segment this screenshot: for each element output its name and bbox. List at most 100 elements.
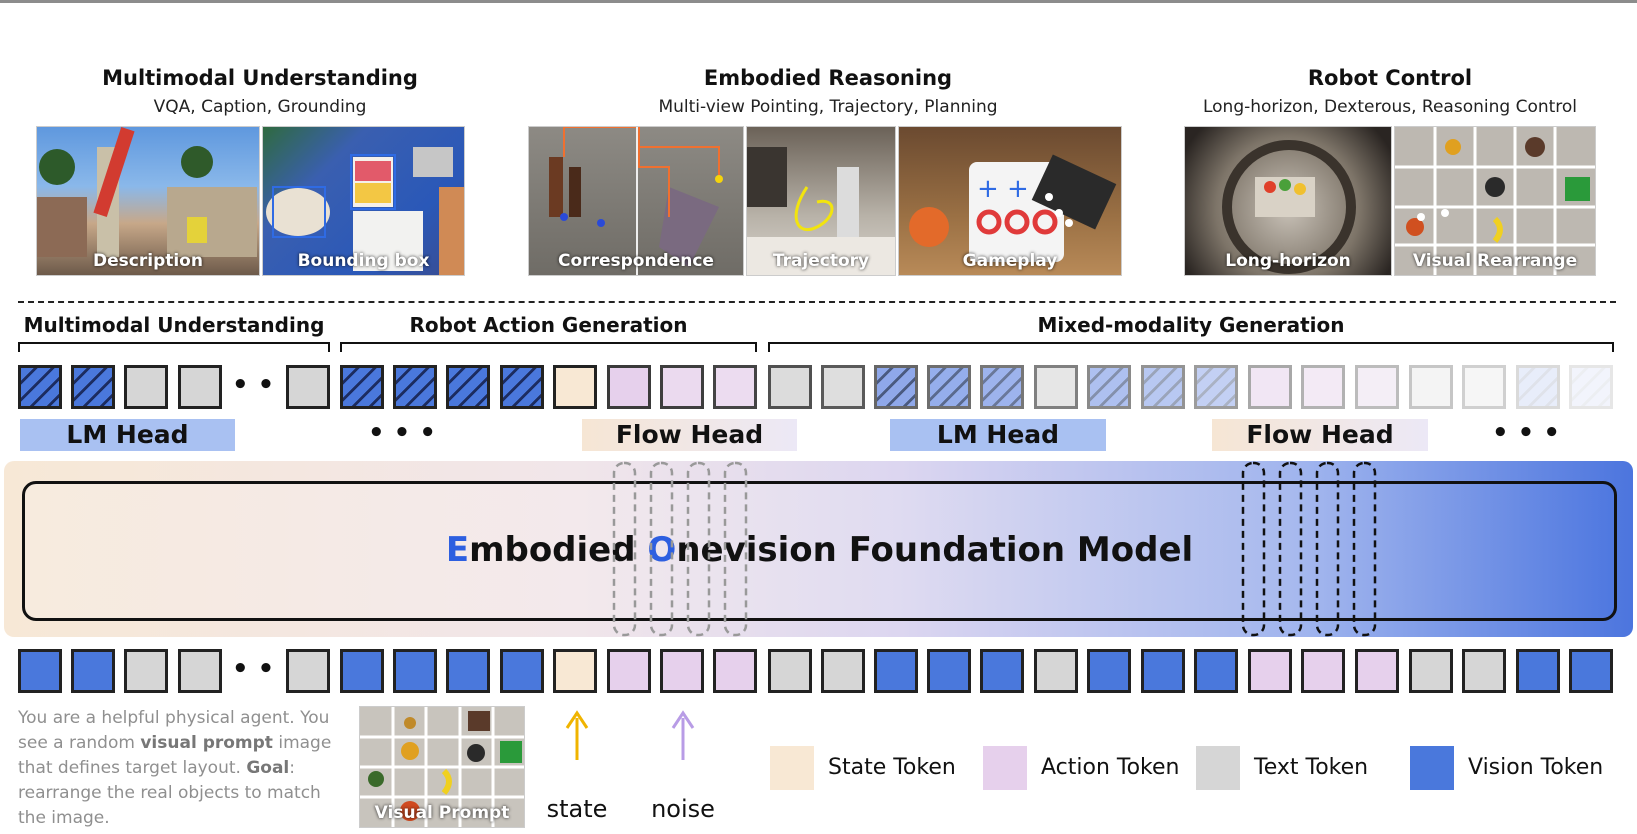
input-text-token — [1409, 649, 1453, 693]
output-text-token — [1034, 365, 1078, 409]
ellipsis-bottom: • • — [232, 654, 275, 684]
legend-label-vision: Vision Token — [1468, 755, 1604, 780]
output-action-token — [660, 365, 704, 409]
output-vision-token — [980, 365, 1024, 409]
input-vision-token — [1194, 649, 1238, 693]
ellipsis-top: • • — [232, 370, 275, 400]
output-vision-token — [874, 365, 918, 409]
section-subtitle-understanding: VQA, Caption, Grounding — [153, 97, 367, 117]
output-action-token — [607, 365, 651, 409]
output-action-token — [1355, 365, 1399, 409]
input-vision-token — [874, 649, 918, 693]
photo-label: Visual Rearrange — [1412, 251, 1578, 271]
photo-correspondence: Correspondence — [528, 126, 744, 276]
input-vision-token — [393, 649, 437, 693]
input-vision-token — [980, 649, 1024, 693]
model-title: Embodied Onevision Foundation Model — [22, 530, 1617, 570]
flow-head-2: Flow Head — [1212, 419, 1428, 451]
model-title-initial-e: E — [445, 530, 470, 570]
output-action-token — [1248, 365, 1292, 409]
output-vision-token — [1194, 365, 1238, 409]
photo-label: Correspondence — [558, 251, 714, 271]
output-text-token — [768, 365, 812, 409]
input-action-token — [1355, 649, 1399, 693]
section-title-understanding: Multimodal Understanding — [102, 66, 418, 90]
input-text-token — [821, 649, 865, 693]
gameplay-illustration: + + — [909, 154, 1117, 262]
photo-label: Long-horizon — [1225, 251, 1351, 271]
output-vision-token — [1141, 365, 1185, 409]
svg-text:+ +: + + — [977, 174, 1029, 204]
input-vision-token — [71, 649, 115, 693]
photo-label: Gameplay — [962, 251, 1058, 271]
city-street-illustration — [37, 127, 257, 257]
noise-label: noise — [651, 795, 715, 823]
input-action-token — [1301, 649, 1345, 693]
top-rule — [0, 0, 1637, 3]
legend-label-action: Action Token — [1041, 755, 1180, 780]
input-vision-token — [446, 649, 490, 693]
output-action-token — [713, 365, 757, 409]
prompt-line2: image that defines target layout. — [18, 733, 332, 778]
output-text-token — [124, 365, 168, 409]
photo-visual-rearrange: Visual Rearrange — [1394, 126, 1596, 276]
output-vision-token — [500, 365, 544, 409]
legend-label-text: Text Token — [1254, 755, 1369, 780]
photo-label: Bounding box — [297, 251, 430, 271]
legend-swatch-action — [983, 746, 1027, 790]
visual-prompt-image: Visual Prompt — [359, 706, 525, 828]
output-vision-token — [71, 365, 115, 409]
section-subtitle-control: Long-horizon, Dexterous, Reasoning Contr… — [1202, 97, 1578, 117]
input-text-token — [768, 649, 812, 693]
flow-head-1: Flow Head — [582, 419, 797, 451]
input-vision-token — [1087, 649, 1131, 693]
output-text-token — [821, 365, 865, 409]
group-label-mixed: Mixed-modality Generation — [1037, 313, 1345, 337]
photo-trajectory: Trajectory — [746, 126, 896, 276]
photo-description: Description — [36, 126, 260, 276]
output-vision-token — [1569, 365, 1613, 409]
input-vision-token — [18, 649, 62, 693]
section-subtitle-reasoning: Multi-view Pointing, Trajectory, Plannin… — [658, 97, 998, 117]
input-vision-token — [500, 649, 544, 693]
desk-illustration — [266, 147, 464, 275]
output-text-token — [178, 365, 222, 409]
kitchen-fisheye-illustration — [1222, 140, 1356, 274]
photo-bounding-box: Bounding box — [262, 126, 465, 276]
legend-label-state: State Token — [828, 755, 956, 780]
section-title-reasoning: Embodied Reasoning — [703, 66, 953, 90]
output-vision-token — [393, 365, 437, 409]
input-vision-token — [340, 649, 384, 693]
group-label-action: Robot Action Generation — [409, 313, 688, 337]
input-text-token — [178, 649, 222, 693]
photo-label: Description — [93, 251, 203, 271]
output-text-token — [286, 365, 330, 409]
output-text-token — [1462, 365, 1506, 409]
legend-swatch-text — [1196, 746, 1240, 790]
input-action-token — [713, 649, 757, 693]
visual-prompt-grid-illustration — [360, 707, 524, 827]
input-text-token — [1034, 649, 1078, 693]
ellipsis-end: • • • — [1492, 418, 1560, 448]
visual-prompt-label: Visual Prompt — [374, 803, 510, 823]
state-arrow-icon — [565, 710, 589, 760]
input-vision-token — [1141, 649, 1185, 693]
model-title-part2: nevision Foundation Model — [676, 530, 1194, 570]
output-vision-token — [446, 365, 490, 409]
group-label-understanding: Multimodal Understanding — [23, 313, 325, 337]
trajectory-illustration — [747, 147, 895, 275]
state-label: state — [546, 795, 608, 823]
noise-arrow-icon — [671, 710, 695, 760]
input-text-token — [1462, 649, 1506, 693]
correspondence-illustration — [549, 127, 723, 275]
ellipsis-mid: • • • — [368, 418, 436, 448]
input-vision-token — [1516, 649, 1560, 693]
output-vision-token — [18, 365, 62, 409]
input-vision-token — [1569, 649, 1613, 693]
input-action-token — [607, 649, 651, 693]
section-divider — [18, 301, 1616, 303]
output-vision-token — [927, 365, 971, 409]
output-text-token — [1409, 365, 1453, 409]
